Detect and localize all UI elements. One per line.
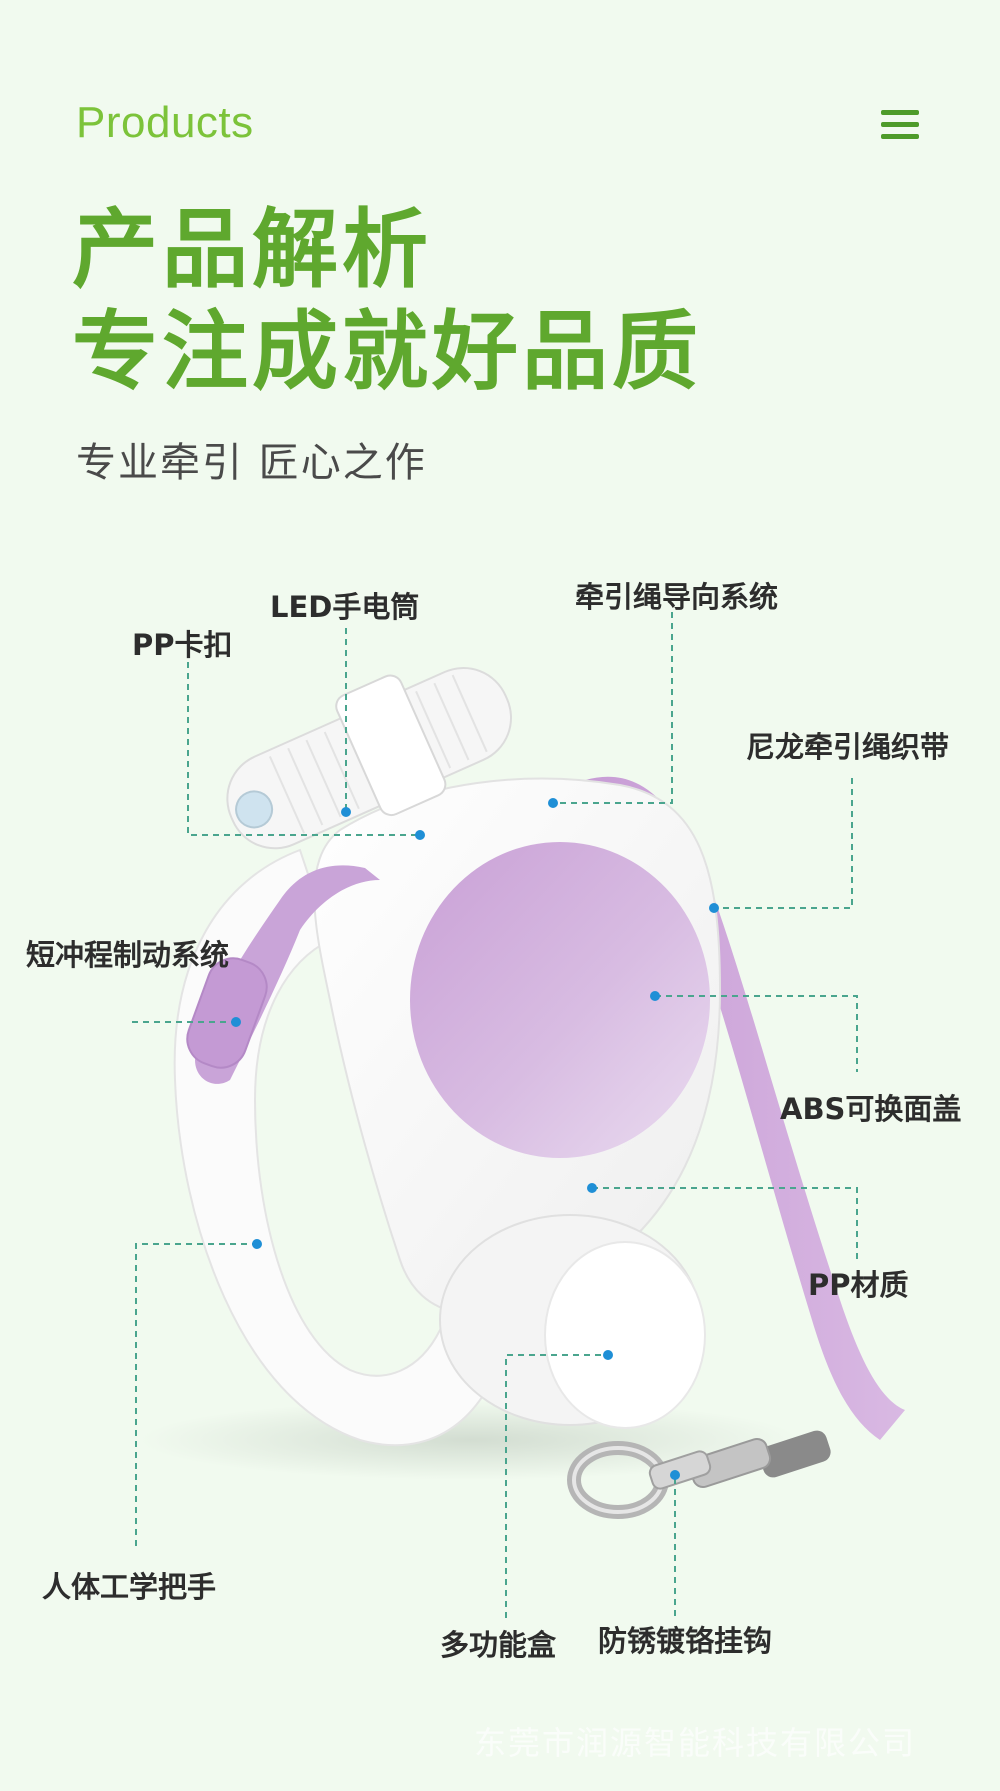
dot-pp-buckle: [415, 830, 425, 840]
line-abs: [655, 995, 858, 1072]
dot-pp-material: [587, 1183, 597, 1193]
callout-led-flashlight: LED手电筒: [270, 590, 420, 624]
abs-cover-disc: [410, 842, 710, 1158]
led-flashlight: [226, 667, 513, 850]
headline-line-1: 产品解析: [72, 200, 432, 300]
dot-multi-box: [603, 1350, 613, 1360]
dot-led: [341, 807, 351, 817]
brake-button: [186, 957, 268, 1069]
nylon-strap: [560, 776, 905, 1440]
callout-pp-material: PP材质: [808, 1268, 909, 1302]
dot-rope-guide: [548, 798, 558, 808]
dot-abs: [650, 991, 660, 1001]
callout-multi-box: 多功能盒: [440, 1628, 557, 1662]
dot-nylon: [709, 903, 719, 913]
line-pp-buckle: [187, 662, 420, 836]
callout-abs-cover: ABS可换面盖: [780, 1092, 962, 1126]
section-label: Products: [76, 98, 254, 147]
headline-line-2: 专注成就好品质: [72, 302, 702, 402]
callout-nylon-webbing: 尼龙牵引绳织带: [746, 730, 950, 764]
callout-dots: [231, 798, 719, 1480]
chrome-hook: [567, 1430, 831, 1519]
multi-box-lid: [544, 1241, 706, 1429]
dot-hook: [670, 1470, 680, 1480]
tagline: 专业牵引 匠心之作: [76, 440, 427, 486]
callout-hook: 防锈镀铬挂钩: [598, 1624, 773, 1658]
line-pp-material: [592, 1187, 858, 1262]
callout-lines: [132, 612, 858, 1618]
line-rope-guide: [553, 612, 673, 804]
company-watermark: 东莞市润源智能科技有限公司: [474, 1724, 917, 1762]
dot-brake: [231, 1017, 241, 1027]
line-handle: [135, 1243, 257, 1546]
callout-ergonomic-handle: 人体工学把手: [42, 1570, 217, 1604]
dot-handle: [252, 1239, 262, 1249]
hamburger-menu-icon[interactable]: [878, 108, 922, 142]
line-nylon: [714, 778, 853, 909]
callout-pp-buckle: PP卡扣: [132, 628, 233, 662]
line-multi-box: [505, 1354, 608, 1618]
callout-short-brake-system: 短冲程制动系统: [26, 938, 230, 972]
callout-rope-guide-system: 牵引绳导向系统: [575, 580, 779, 614]
